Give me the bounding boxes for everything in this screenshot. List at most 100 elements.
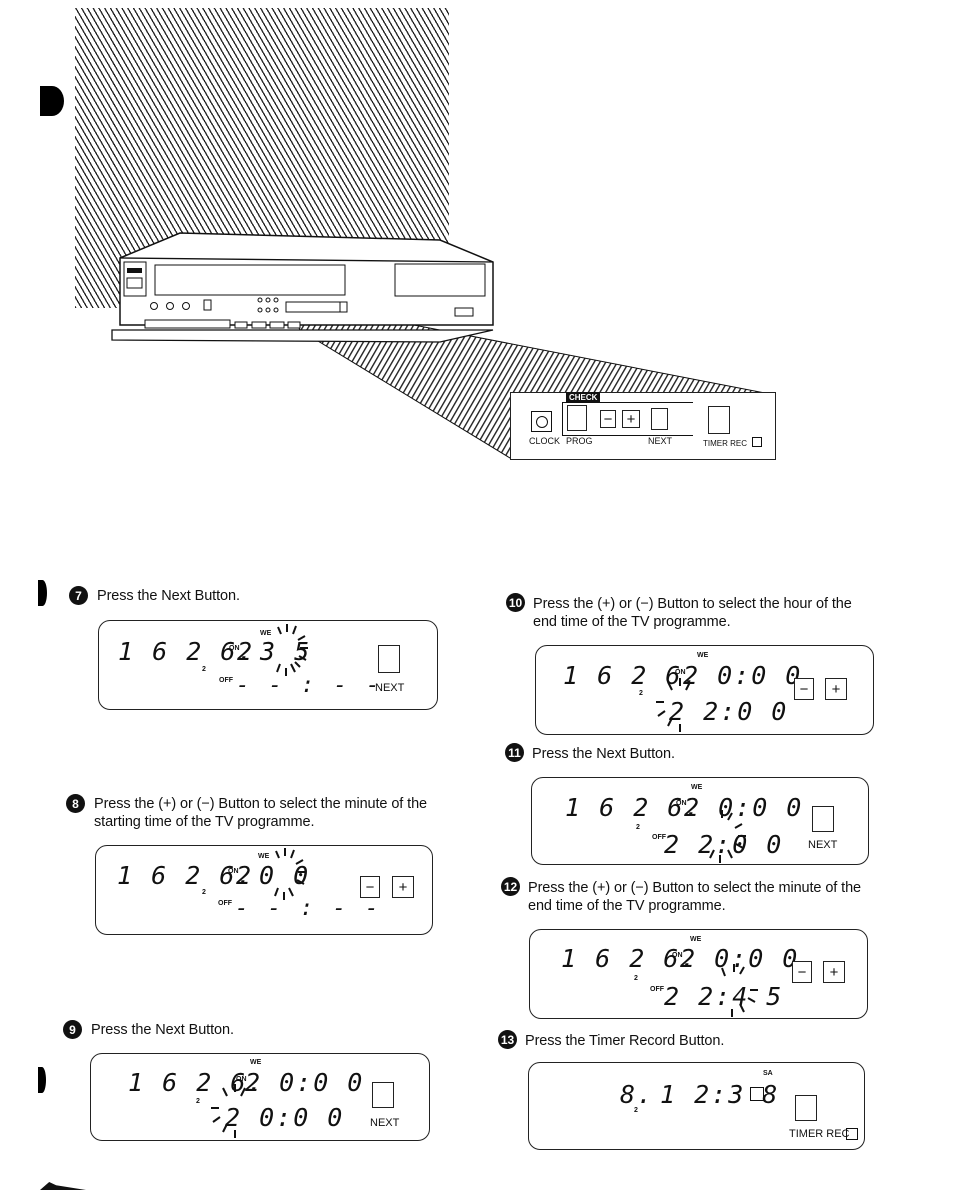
step-instruction: Press the Next Button. (97, 588, 240, 604)
lcd-clock-time: 1 2:3 8 (660, 1080, 780, 1109)
clock-icon (535, 415, 548, 428)
on-indicator: ON (672, 952, 683, 959)
plus-button[interactable]: + (392, 876, 414, 898)
minus-button[interactable]: − (792, 961, 812, 983)
channel-indicator: 2 (202, 666, 206, 673)
step-number: 8 (66, 794, 85, 813)
step-instruction: Press the Next Button. (91, 1022, 234, 1038)
minus-button[interactable]: − (360, 876, 380, 898)
minus-button-panel[interactable]: − (600, 410, 616, 428)
blink-icon (274, 848, 306, 900)
step-number: 13 (498, 1030, 517, 1049)
step-instruction: Press the Timer Record Button. (525, 1033, 725, 1049)
lcd-day-date: 8. (620, 1080, 655, 1109)
off-indicator: OFF (219, 677, 233, 684)
plus-button[interactable]: + (825, 678, 847, 700)
day-indicator: SA (763, 1070, 773, 1077)
next-label: NEXT (808, 839, 838, 851)
step-instruction: Press the (+) or (−) Button to select th… (94, 796, 427, 830)
lcd-end-time: 2 2:0 0 (664, 830, 784, 859)
lcd-start-time: 2 0:0 0 (683, 661, 803, 690)
prog-group-outline (562, 402, 693, 436)
margin-bullet-left (38, 580, 47, 606)
blink-icon (276, 624, 308, 676)
step-instruction: Press the (+) or (−) Button to select th… (528, 880, 861, 914)
channel-indicator: 2 (634, 1107, 638, 1114)
on-indicator: ON (675, 669, 686, 676)
margin-bullet-top (40, 86, 64, 116)
lcd-date-time: 1 6 2 6. (117, 861, 254, 890)
timer-rec-button-panel[interactable] (708, 406, 730, 434)
day-indicator: WE (697, 652, 709, 659)
plus-button-panel[interactable]: + (622, 410, 640, 428)
timer-icon (752, 437, 762, 447)
lcd-date-time: 1 6 2 6. (565, 793, 702, 822)
channel-indicator: 2 (634, 975, 638, 982)
front-panel-zoom (510, 392, 776, 460)
lcd-date-time: 1 6 2 6. (118, 637, 255, 666)
on-indicator: ON (229, 645, 240, 652)
timer-rec-label: TIMER REC (789, 1128, 850, 1140)
next-button[interactable] (378, 645, 400, 673)
next-label: NEXT (370, 1117, 400, 1129)
margin-bullet-bottom (38, 1067, 46, 1093)
next-label: NEXT (375, 682, 405, 694)
day-indicator: WE (691, 784, 703, 791)
timer-icon (750, 1087, 764, 1101)
channel-indicator: 2 (636, 824, 640, 831)
prog-label: PROG (566, 436, 593, 446)
clock-label: CLOCK (529, 436, 561, 446)
corner-mark (40, 1182, 86, 1190)
lcd-end-time: - - : - - (236, 673, 383, 698)
lcd-start-hour: 2 (236, 861, 254, 890)
lcd-date-time: 1 6 2 6. (561, 944, 698, 973)
blink-icon (709, 810, 746, 863)
next-button-panel[interactable] (651, 408, 668, 430)
next-label: NEXT (648, 436, 673, 446)
minus-button[interactable]: − (794, 678, 814, 700)
off-indicator: OFF (218, 900, 232, 907)
day-indicator: WE (250, 1059, 262, 1066)
vcr-illustration (111, 232, 776, 459)
timer-icon (846, 1128, 858, 1140)
off-indicator: OFF (652, 834, 666, 841)
lcd-date-time: 1 6 2 6. (128, 1068, 265, 1097)
timer-rec-label: TIMER REC (703, 439, 747, 448)
channel-indicator: 2 (202, 889, 206, 896)
off-indicator: OFF (650, 986, 664, 993)
blink-icon (721, 964, 758, 1017)
step-instruction: Press the (+) or (−) Button to select th… (533, 596, 852, 630)
step-instruction: Press the Next Button. (532, 746, 675, 762)
day-indicator: WE (690, 936, 702, 943)
channel-indicator: 2 (639, 690, 643, 697)
plus-button[interactable]: + (823, 961, 845, 983)
step-number: 9 (63, 1020, 82, 1039)
step-number: 12 (501, 877, 520, 896)
lcd-start-time: 2 0:0 0 (245, 1068, 365, 1097)
prog-button[interactable] (567, 405, 587, 431)
channel-indicator: 2 (196, 1098, 200, 1105)
lcd-start-time: 2 0:0 0 (684, 793, 804, 822)
lcd-panel (535, 645, 874, 735)
timer-rec-button[interactable] (795, 1095, 817, 1121)
lcd-end-time: 2 2:4 5 (664, 982, 784, 1011)
lcd-start-minute: 0 0 (259, 861, 311, 890)
step-number: 10 (506, 593, 525, 612)
step-number: 7 (69, 586, 88, 605)
check-badge: CHECK (566, 392, 601, 403)
blink-icon (656, 678, 691, 732)
next-button[interactable] (372, 1082, 394, 1108)
on-indicator: ON (236, 1076, 247, 1083)
lcd-end-time: 2 2:0 0 (669, 697, 789, 726)
step-number: 11 (505, 743, 524, 762)
on-indicator: ON (676, 800, 687, 807)
day-indicator: WE (260, 630, 272, 637)
lcd-end-time: - - : - - (235, 896, 382, 921)
on-indicator: ON (228, 868, 239, 875)
lcd-panel (529, 929, 868, 1019)
lcd-date-time: 1 6 2 6. (563, 661, 700, 690)
clock-button[interactable] (531, 411, 552, 432)
blink-icon (211, 1084, 246, 1138)
next-button[interactable] (812, 806, 834, 832)
lcd-start-minute: 3 5 (260, 637, 312, 666)
